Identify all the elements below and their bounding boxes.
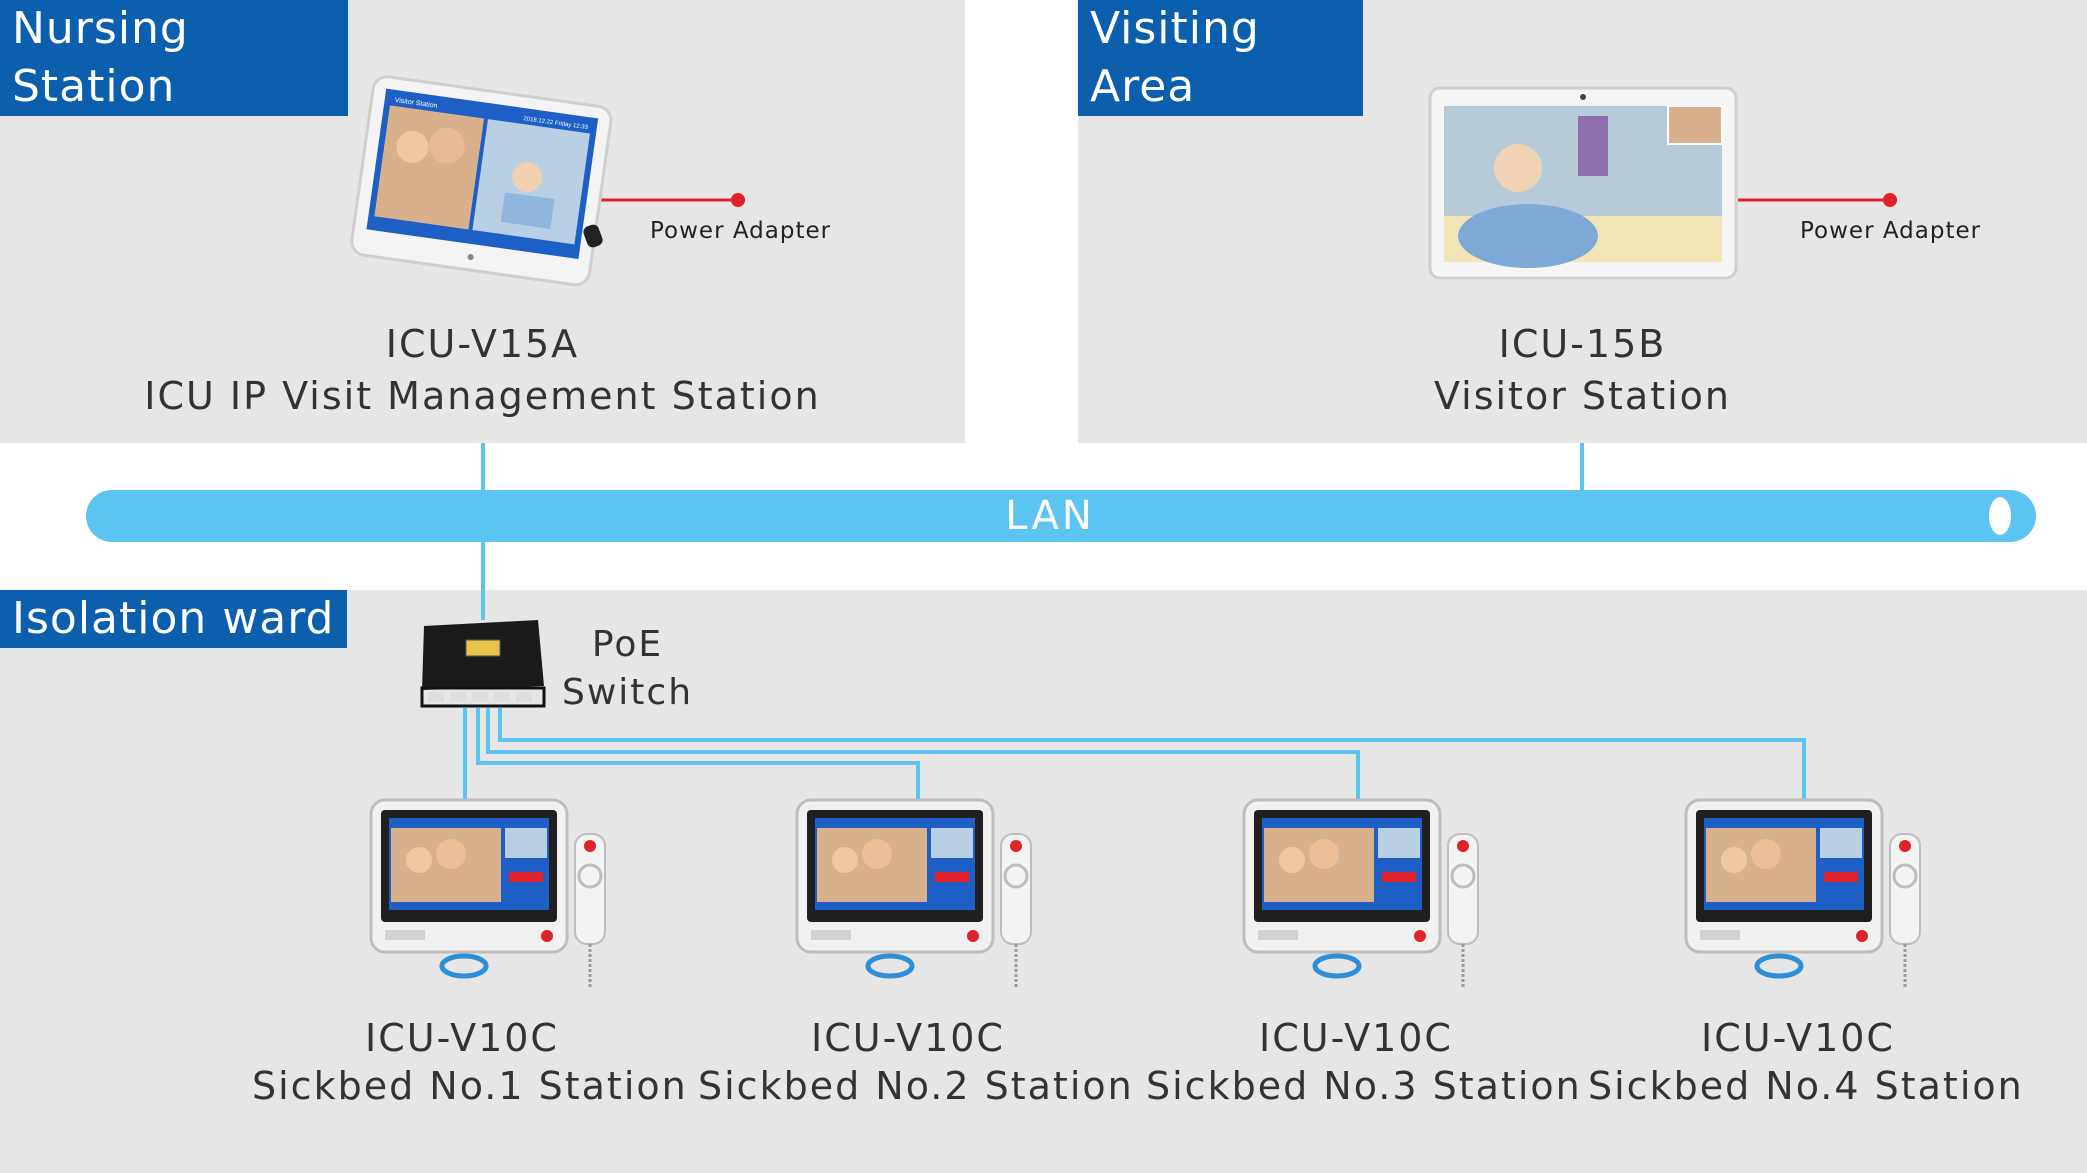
power-adapter-lead-visiting	[1738, 193, 1897, 207]
sickbed-4-device	[1684, 798, 1921, 988]
wire-switch-to-bed-3	[486, 708, 1360, 800]
sickbed-3-name: Sickbed No.3 Station	[1146, 1064, 1582, 1108]
sickbed-1-device	[369, 798, 606, 988]
visiting-name: Visitor Station	[1433, 374, 1732, 418]
isolation-ward-tag: Isolation ward	[0, 590, 347, 648]
nursing-power-adapter-label: Power Adapter	[650, 218, 832, 244]
icu-15b-device	[1428, 86, 1738, 280]
visiting-model: ICU-15B	[1498, 322, 1667, 366]
visiting-power-adapter-label: Power Adapter	[1800, 218, 1982, 244]
nursing-station-tag: Nursing Station	[0, 0, 348, 116]
sickbed-2-name: Sickbed No.2 Station	[698, 1064, 1134, 1108]
icu-v15a-device: Visitor Station 2018.12.22 Friday 12:33	[350, 75, 613, 287]
poe-switch-label-2: Switch	[561, 672, 694, 713]
sickbed-2-model: ICU-V10C	[811, 1016, 1005, 1060]
poe-switch-label-1: PoE	[591, 624, 664, 665]
sickbed-1-name: Sickbed No.1 Station	[252, 1064, 688, 1108]
sickbed-4-name: Sickbed No.4 Station	[1588, 1064, 2024, 1108]
sickbed-1-model: ICU-V10C	[365, 1016, 559, 1060]
visiting-area-tag: Visiting Area	[1078, 0, 1363, 116]
sickbed-2-device	[795, 798, 1032, 988]
nursing-model: ICU-V15A	[385, 322, 580, 366]
sickbed-3-model: ICU-V10C	[1259, 1016, 1453, 1060]
wire-switch-to-bed-2	[476, 708, 920, 800]
sickbed-3-device	[1242, 798, 1479, 988]
power-adapter-lead-nursing	[590, 193, 745, 207]
poe-switch-icon	[420, 620, 546, 708]
nursing-name: ICU IP Visit Management Station	[144, 374, 821, 418]
lan-bus	[86, 490, 2036, 542]
sickbed-4-model: ICU-V10C	[1701, 1016, 1895, 1060]
wire-switch-to-bed-4	[498, 708, 1806, 800]
lan-label: LAN	[1005, 493, 1095, 539]
